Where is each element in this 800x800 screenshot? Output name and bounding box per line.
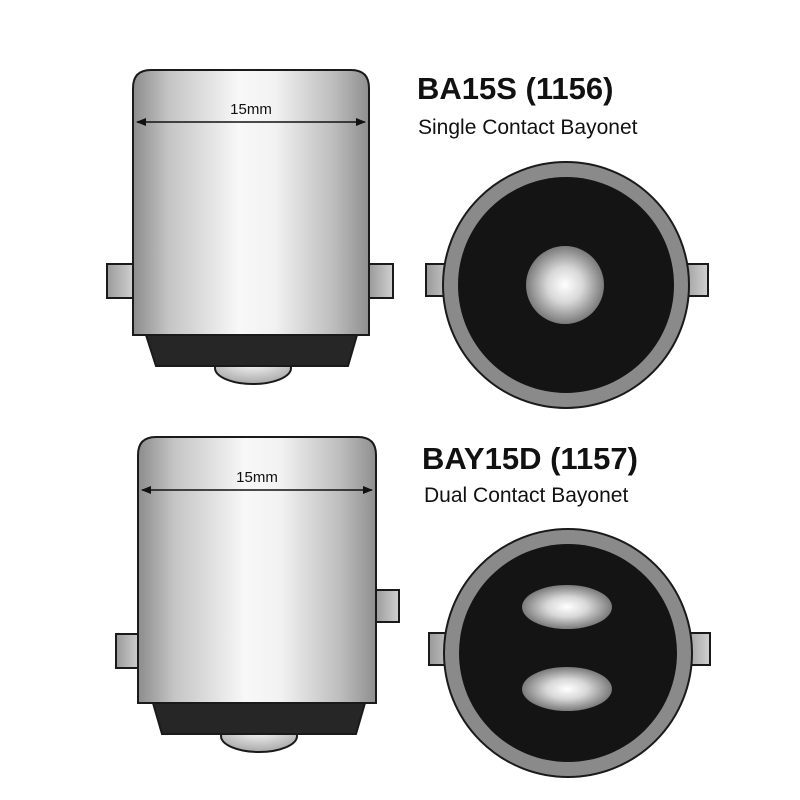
center-contact (526, 246, 604, 324)
upper-contact (522, 585, 612, 629)
dimension-label: 15mm (236, 469, 278, 486)
metal-sleeve (137, 436, 377, 704)
ba15s-side-view: 15mm (106, 69, 394, 385)
ba15s-front-view (425, 161, 709, 409)
insulator-base (144, 334, 359, 367)
dimension-label: 15mm (230, 101, 272, 118)
lower-contact (522, 667, 612, 711)
insulator-face (459, 544, 677, 762)
metal-sleeve (132, 69, 370, 336)
bay15d-title: BAY15D (1157) (422, 441, 638, 476)
bayonet-pin-right-offset (374, 589, 400, 623)
insulator-base (151, 702, 367, 735)
bay15d-front-view (428, 528, 711, 778)
bayonet-pin-left (115, 633, 141, 669)
bay15d-side-view: 15mm (115, 436, 400, 753)
bayonet-pin-right (368, 263, 394, 299)
ba15s-subtitle: Single Contact Bayonet (418, 116, 638, 139)
bayonet-pin-left (106, 263, 134, 299)
ba15s-title: BA15S (1156) (417, 71, 613, 106)
bay15d-subtitle: Dual Contact Bayonet (424, 484, 628, 507)
